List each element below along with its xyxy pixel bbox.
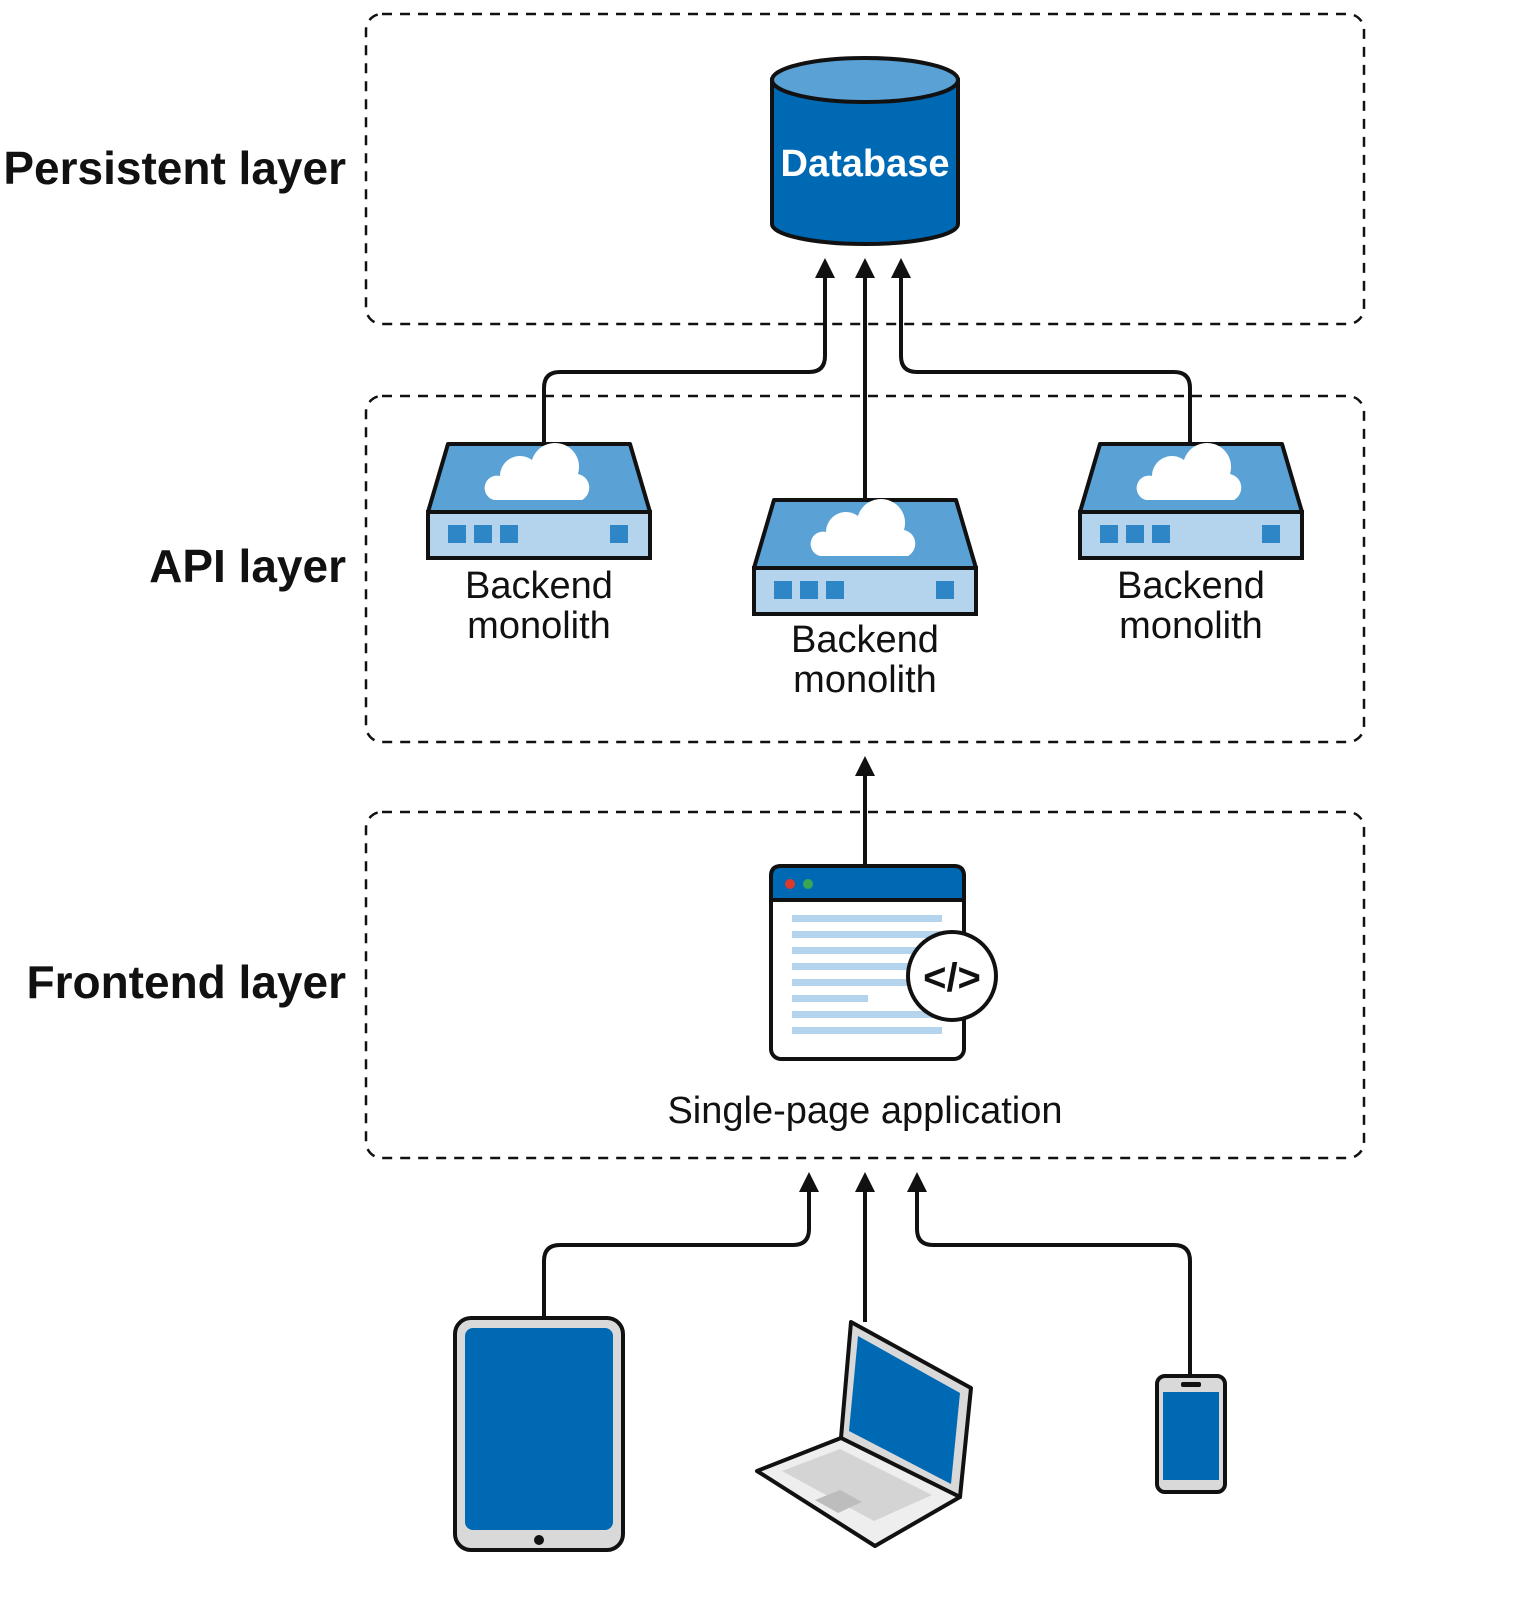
backend-left-label-line2: monolith bbox=[467, 605, 611, 647]
phone-icon bbox=[1155, 1374, 1227, 1494]
cloud-icon bbox=[810, 498, 916, 556]
tablet-icon bbox=[453, 1316, 625, 1552]
connector-backend-left bbox=[542, 258, 835, 444]
laptop-icon bbox=[755, 1320, 973, 1548]
backend-right-label-line2: monolith bbox=[1119, 605, 1263, 647]
frontend-layer-label: Frontend layer bbox=[26, 956, 346, 1008]
api-layer-label: API layer bbox=[149, 540, 346, 592]
browser-window-icon: </> bbox=[769, 864, 998, 1061]
backend-left-label-line1: Backend bbox=[465, 565, 613, 607]
device-to-spa-connectors bbox=[542, 1172, 1192, 1376]
connector-phone bbox=[907, 1172, 1192, 1376]
backend-server-icon-right bbox=[1078, 442, 1304, 560]
backend-to-database-connectors bbox=[542, 258, 1192, 500]
cloud-icon bbox=[1136, 442, 1242, 500]
database-icon: Database bbox=[770, 56, 960, 246]
database-label: Database bbox=[781, 143, 950, 185]
connector-backend-right bbox=[891, 258, 1192, 444]
cloud-icon bbox=[484, 442, 590, 500]
code-icon: </> bbox=[923, 956, 981, 1000]
spa-label: Single-page application bbox=[667, 1090, 1062, 1132]
backend-center-label-line1: Backend bbox=[791, 619, 939, 661]
backend-server-icon-center bbox=[752, 498, 978, 616]
backend-right-label-line1: Backend bbox=[1117, 565, 1265, 607]
backend-server-icon-left bbox=[426, 442, 652, 560]
connector-tablet bbox=[542, 1172, 819, 1318]
persistent-layer-label: Persistent layer bbox=[3, 142, 346, 194]
backend-center-label-line2: monolith bbox=[793, 659, 937, 701]
